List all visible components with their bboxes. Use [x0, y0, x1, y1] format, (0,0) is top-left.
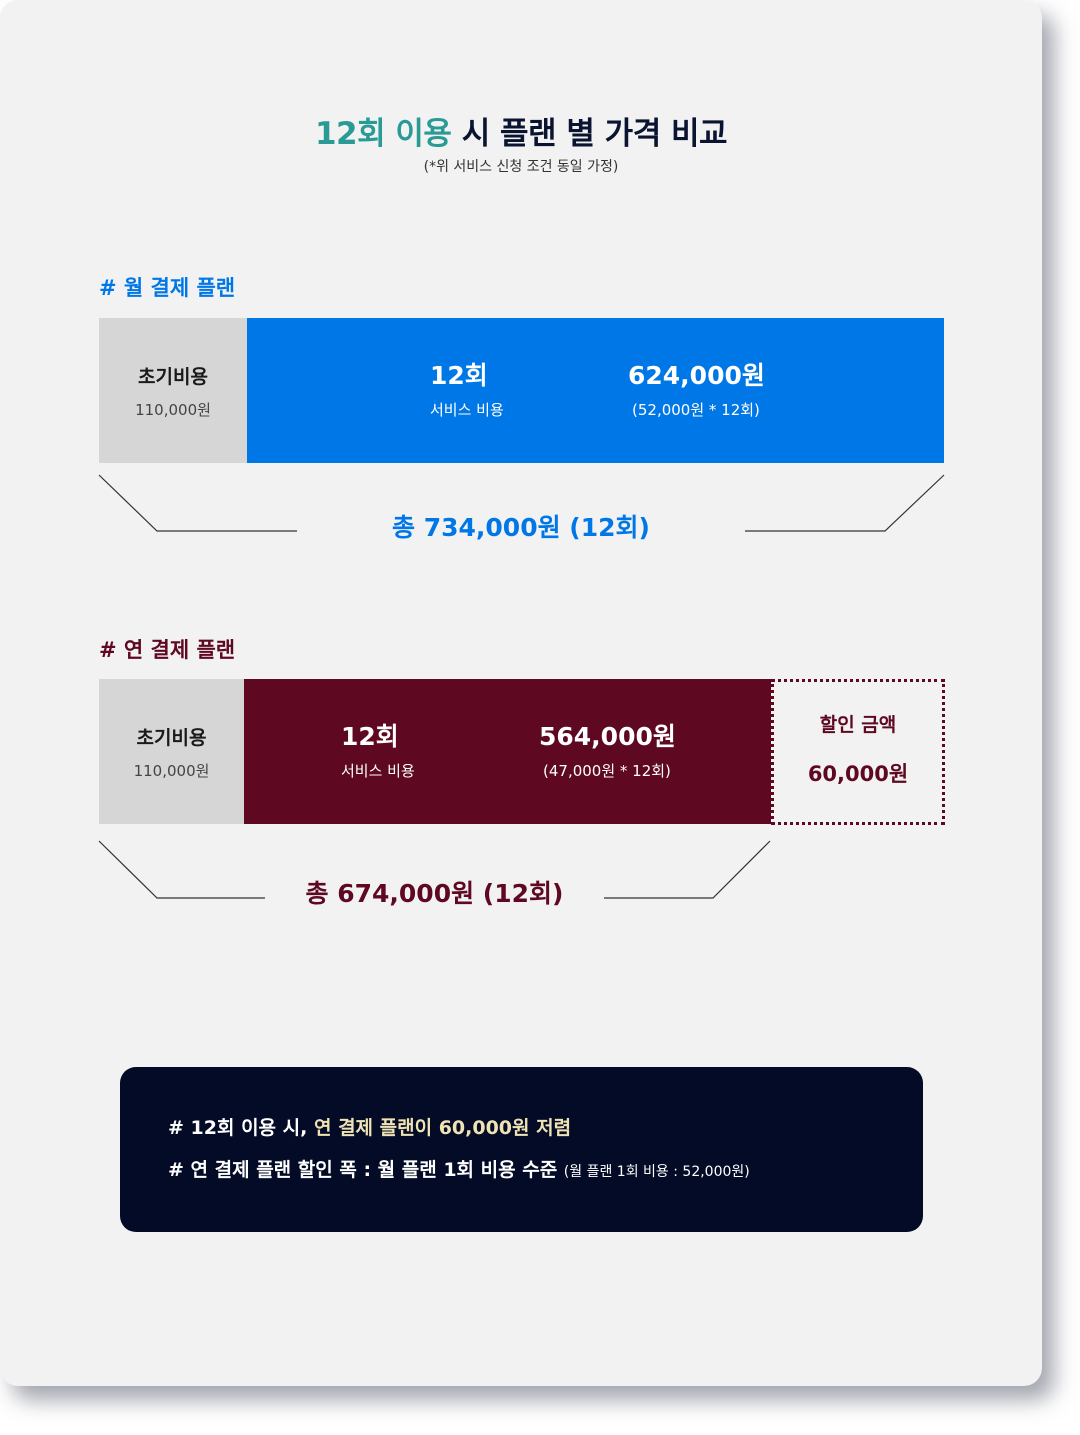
yearly-amount-sub: (47,000원 * 12회) — [543, 762, 671, 780]
monthly-initial-cost-box: 초기비용 110,000원 — [99, 318, 247, 463]
monthly-amount: 624,000원 — [628, 361, 765, 390]
yearly-total: 총 674,000원 (12회) — [305, 879, 564, 908]
yearly-amount: 564,000원 — [539, 722, 676, 751]
page-title: 12회 이용 시 플랜 별 가격 비교 — [0, 108, 1042, 153]
summary-line-2-note: (월 플랜 1회 비용 : 52,000원) — [563, 1164, 750, 1180]
monthly-bracket-left — [98, 474, 297, 532]
title-accent: 12회 이용 — [314, 116, 452, 152]
monthly-initial-cost-value: 110,000원 — [135, 400, 211, 419]
monthly-bracket-right — [745, 474, 945, 532]
page-subtitle: (*위 서비스 신청 조건 동일 가정) — [423, 159, 619, 175]
discount-value: 60,000원 — [807, 762, 909, 786]
comparison-card: 12회 이용 시 플랜 별 가격 비교 (*위 서비스 신청 조건 동일 가정)… — [0, 0, 1042, 1386]
monthly-service-cost-box: 12회 서비스 비용 624,000원 (52,000원 * 12회) — [247, 318, 944, 463]
yearly-bracket-left — [98, 840, 265, 899]
yearly-count: 12회 — [341, 722, 399, 751]
summary-line-1-prefix: # 12회 이용 시, — [168, 1117, 314, 1139]
yearly-count-sub: 서비스 비용 — [341, 762, 415, 780]
monthly-initial-cost-title: 초기비용 — [138, 365, 208, 388]
yearly-initial-cost-value: 110,000원 — [133, 761, 210, 780]
discount-box: 할인 금액 60,000원 — [771, 679, 945, 825]
monthly-amount-sub: (52,000원 * 12회) — [632, 401, 760, 419]
monthly-plan-label: # 월 결제 플랜 — [99, 276, 236, 300]
yearly-initial-cost-title: 초기비용 — [136, 726, 207, 749]
monthly-count-sub: 서비스 비용 — [430, 401, 504, 419]
bracket-lines — [98, 474, 945, 899]
yearly-service-cost-box: 12회 서비스 비용 564,000원 (47,000원 * 12회) — [244, 679, 771, 824]
monthly-total: 총 734,000원 (12회) — [392, 513, 650, 542]
monthly-count: 12회 — [430, 361, 488, 390]
yearly-plan-label: # 연 결제 플랜 — [99, 638, 236, 662]
yearly-initial-cost-box: 초기비용 110,000원 — [99, 679, 244, 824]
summary-line-2-main: # 연 결제 플랜 할인 폭 : 월 플랜 1회 비용 수준 — [168, 1159, 564, 1181]
summary-line-2: # 연 결제 플랜 할인 폭 : 월 플랜 1회 비용 수준 (월 플랜 1회 … — [168, 1155, 750, 1182]
yearly-bracket-right — [604, 840, 771, 899]
summary-line-1-highlight: 연 결제 플랜이 60,000원 저렴 — [313, 1117, 572, 1139]
title-rest: 시 플랜 별 가격 비교 — [451, 116, 728, 152]
summary-box: # 12회 이용 시, 연 결제 플랜이 60,000원 저렴 # 연 결제 플… — [120, 1067, 923, 1232]
discount-label: 할인 금액 — [819, 714, 897, 736]
summary-line-1: # 12회 이용 시, 연 결제 플랜이 60,000원 저렴 — [168, 1113, 571, 1140]
